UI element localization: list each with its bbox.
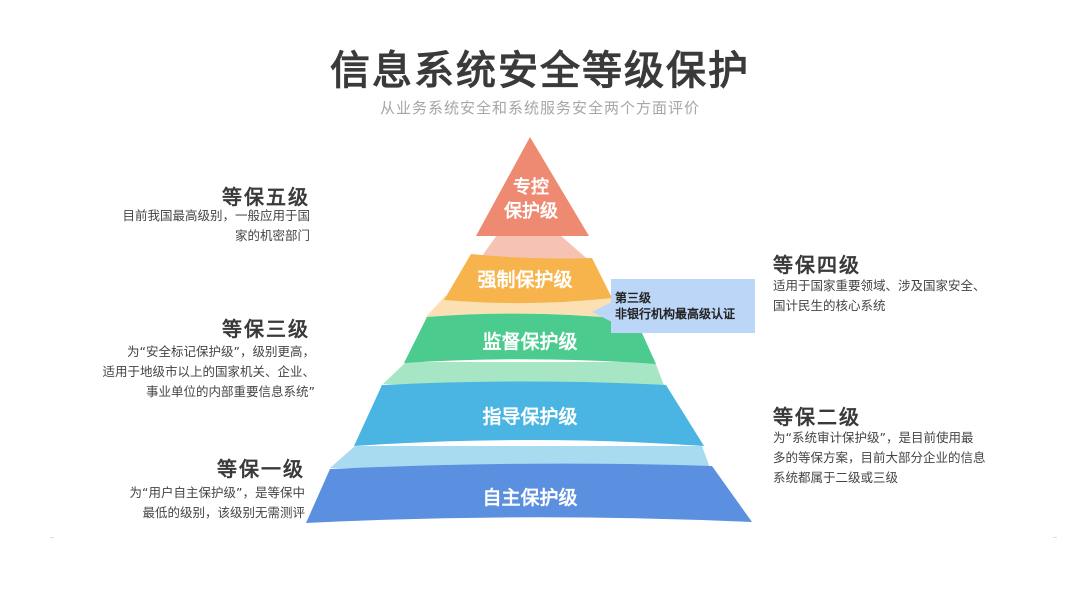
level-three-desc-line3: 事业单位的内部重要信息系统”: [146, 384, 315, 399]
level-five-desc: 目前我国最高级别，一般应用于国 家的机密部门: [60, 206, 310, 246]
corner-mark-right: [1053, 537, 1057, 538]
level-four-desc: 适用于国家重要领域、涉及国家安全、 国计民生的核心系统: [773, 276, 1063, 316]
tier-4-shape: [444, 254, 612, 304]
tier-1-shape: [306, 463, 752, 523]
level-two-desc-line1: 为“系统审计保护级”，是目前使用最: [773, 430, 974, 445]
tier-1-label: 自主保护级: [482, 487, 578, 509]
level-four-desc-line1: 适用于国家重要领域、涉及国家安全、: [773, 278, 986, 293]
level-two-desc: 为“系统审计保护级”，是目前使用最 多的等保方案，目前大部分企业的信息 系统都属…: [773, 428, 1068, 488]
level-one-title: 等保一级: [217, 457, 305, 481]
tier-3-label: 监督保护级: [482, 331, 578, 353]
level-one-desc: 为“用户自主保护级”，是等保中 最低的级别，该级别无需测评: [50, 483, 305, 523]
tier-2-label: 指导保护级: [482, 406, 578, 428]
level-five-desc-line1: 目前我国最高级别，一般应用于国: [122, 208, 310, 223]
level-three-title: 等保三级: [222, 317, 310, 341]
tier-5-label-line2: 保护级: [504, 201, 558, 222]
level-five-desc-line2: 家的机密部门: [234, 228, 310, 243]
tier-3-shape: [404, 313, 656, 364]
connector-3-2: [383, 362, 665, 388]
connector-2-1: [330, 446, 710, 468]
level-four-desc-line2: 国计民生的核心系统: [773, 298, 886, 313]
level-five-title: 等保五级: [222, 185, 310, 209]
tier-5-shape: [476, 137, 589, 236]
level-one-desc-line1: 为“用户自主保护级”，是等保中: [129, 485, 305, 500]
level-two-desc-line2: 多的等保方案，目前大部分企业的信息: [773, 450, 986, 465]
corner-mark-left: [50, 537, 54, 538]
level-three-desc-line1: 为“安全标记保护级”，级别更高，: [127, 344, 315, 359]
level-two-title: 等保二级: [773, 405, 861, 429]
level-three-desc-line2: 适用于地级市以上的国家机关、企业、: [102, 364, 315, 379]
page-subtitle: 从业务系统安全和系统服务安全两个方面评价: [379, 99, 700, 117]
callout-line2: 非银行机构最高级认证: [615, 307, 736, 321]
callout-pointer: [592, 302, 612, 322]
level-three-desc: 为“安全标记保护级”，级别更高， 适用于地级市以上的国家机关、企业、 事业单位的…: [40, 342, 315, 402]
level-one-desc-line2: 最低的级别，该级别无需测评: [142, 505, 305, 520]
level-two-desc-line3: 系统都属于二级或三级: [773, 470, 899, 485]
level-four-title: 等保四级: [773, 253, 861, 277]
tier-5-label-line1: 专控: [513, 177, 549, 198]
callout-text: 第三级 非银行机构最高级认证: [615, 290, 735, 322]
tier-4-label: 强制保护级: [477, 269, 573, 291]
callout-line1: 第三级: [615, 291, 652, 305]
page-title: 信息系统安全等级保护: [330, 48, 750, 94]
tier-2-shape: [354, 381, 704, 446]
connector-5-4: [477, 235, 592, 263]
callout-box: [611, 279, 755, 333]
tier-5-label: 专控 保护级: [476, 176, 586, 224]
